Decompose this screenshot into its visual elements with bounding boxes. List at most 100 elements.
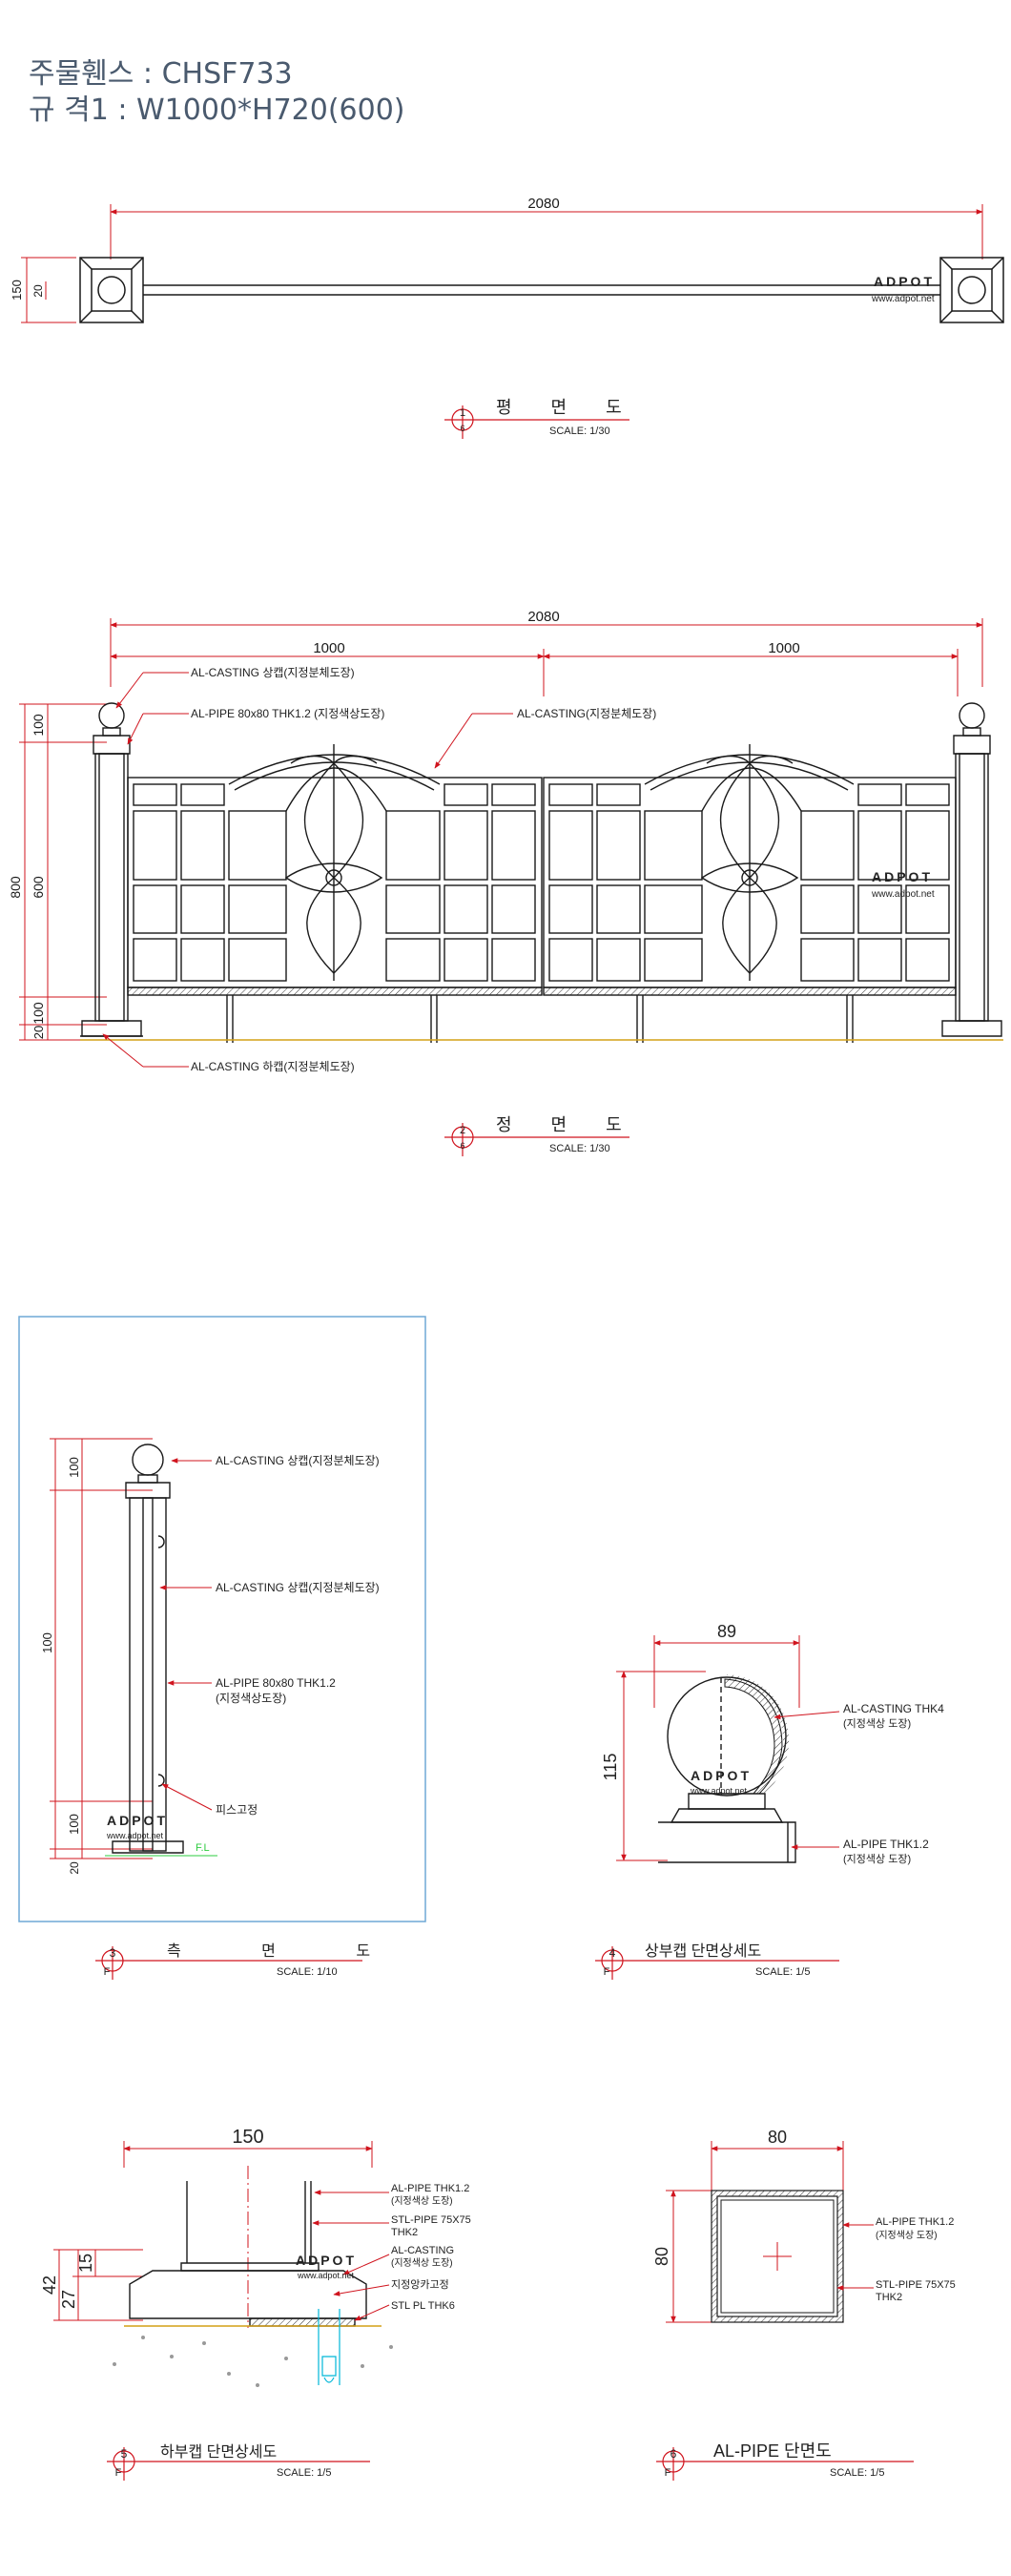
top-cap-dim-height: 115	[601, 1754, 620, 1781]
front-dim-horizontal	[110, 618, 983, 696]
pipe-note-4: THK2	[876, 2292, 902, 2303]
side-watermark-brand: ADPOT	[107, 1813, 168, 1828]
side-view-scale: SCALE: 1/10	[277, 1966, 338, 1978]
plan-dim-overall-label: 2080	[527, 196, 559, 212]
plan-right-post	[939, 257, 1004, 323]
pipe-note-2: (지정색상 도장)	[876, 2230, 938, 2241]
side-leaders	[159, 1458, 213, 1811]
side-note-4: (지정색상도장)	[216, 1692, 286, 1705]
front-view-number: 2	[460, 1125, 465, 1136]
bottom-cap-note-6: (지정색상 도장)	[391, 2257, 453, 2269]
bottom-cap-view-number: 5	[121, 2447, 128, 2461]
front-note-pipe: AL-PIPE 80x80 THK1.2 (지정색상도장)	[191, 707, 384, 720]
bottom-cap-note-3: STL-PIPE 75X75	[391, 2214, 471, 2226]
header-spec: 규 격1 : W1000*H720(600)	[29, 93, 405, 127]
front-dim-v-base: 20	[31, 1026, 46, 1039]
top-cap-note-1: AL-CASTING THK4	[843, 1702, 944, 1715]
front-dim-left-panel: 1000	[313, 640, 344, 656]
pipe-view-scale: SCALE: 1/5	[830, 2467, 884, 2479]
bottom-cap-dim-v3: 15	[76, 2254, 95, 2273]
bottom-cap-dim-v2: 27	[59, 2290, 78, 2309]
side-post	[112, 1444, 184, 1854]
front-leaders	[102, 672, 513, 1068]
side-note-3: AL-PIPE 80x80 THK1.2	[216, 1676, 336, 1690]
front-note-top-cap: AL-CASTING 상캡(지정분체도장)	[191, 666, 355, 679]
pipe-view-number: 6	[671, 2447, 677, 2461]
top-cap-view-scale: SCALE: 1/5	[755, 1966, 810, 1978]
side-fl-label: F.L	[196, 1842, 210, 1854]
top-cap-view-number: 4	[609, 1946, 616, 1960]
front-watermark-url: www.adpot.net	[871, 889, 935, 900]
pipe-note-1: AL-PIPE THK1.2	[876, 2216, 954, 2228]
front-dim-overall: 2080	[527, 609, 559, 625]
top-cap-view-sheet: F	[604, 1966, 610, 1978]
front-dim-v-bottom: 100	[31, 1002, 46, 1025]
plan-dim-side-inner: 20	[31, 284, 45, 298]
bottom-cap-watermark-brand: ADPOT	[296, 2253, 357, 2268]
pipe-note-3: STL-PIPE 75X75	[876, 2279, 956, 2291]
top-cap-note-2: (지정색상 도장)	[843, 1717, 911, 1730]
front-dim-v-top: 100	[31, 714, 46, 737]
front-watermark-brand: ADPOT	[872, 869, 933, 884]
side-dim-v1: 100	[67, 1457, 81, 1478]
top-cap-dim-width: 89	[717, 1622, 736, 1641]
bottom-cap-note-5: AL-CASTING	[391, 2245, 454, 2256]
pipe-dim-height: 80	[652, 2247, 671, 2266]
plan-view-number: 1	[460, 407, 465, 419]
side-note-2: AL-CASTING 상캡(지정분체도장)	[216, 1581, 380, 1594]
plan-view-scale: SCALE: 1/30	[549, 426, 610, 437]
side-note-1: AL-CASTING 상캡(지정분체도장)	[216, 1454, 380, 1467]
plan-watermark-brand: ADPOT	[874, 274, 935, 289]
top-cap-view-title: 상부캡 단면상세도	[645, 1942, 761, 1960]
pipe-title-block: 6 F AL-PIPE 단면도 SCALE: 1/5	[656, 2441, 914, 2481]
side-dim-v4: 20	[68, 1861, 81, 1875]
top-cap-view: 89 115 AL-CASTING THK4 (지정색상 도장) AL-PIPE…	[601, 1622, 944, 1865]
bottom-cap-note-8: STL PL THK6	[391, 2300, 455, 2312]
top-cap-title-block: 4 F 상부캡 단면상세도 SCALE: 1/5	[595, 1942, 839, 1980]
side-note-5: 피스고정	[216, 1803, 258, 1817]
top-cap-watermark-brand: ADPOT	[691, 1768, 752, 1783]
plan-view: 2080 150 20	[10, 196, 1004, 323]
pipe-view: 80 80 AL-PIPE THK1.2 (지정색상 도장) STL-PIPE …	[652, 2128, 956, 2323]
front-view: 2080 1000 1000 800 100 600 100 20	[8, 609, 1003, 1073]
plan-watermark: ADPOT www.adpot.net	[871, 274, 935, 304]
front-left-panel	[127, 744, 543, 996]
front-right-post	[941, 702, 1002, 1037]
front-note-bottom-cap: AL-CASTING 하캡(지정분체도장)	[191, 1060, 355, 1073]
bottom-cap-dim-v1: 42	[40, 2275, 59, 2295]
side-dim-v2: 100	[40, 1632, 54, 1653]
bottom-cap-view: 150 42 27 15 AL-PI	[40, 2127, 471, 2387]
plan-view-title: 평 면 도	[496, 398, 639, 417]
bottom-cap-watermark-url: www.adpot.net	[297, 2271, 355, 2280]
top-cap-note-4: (지정색상 도장)	[843, 1853, 911, 1865]
plan-watermark-url: www.adpot.net	[871, 294, 935, 304]
plan-view-sheet: 6	[460, 424, 464, 433]
bottom-cap-note-1: AL-PIPE THK1.2	[391, 2183, 469, 2194]
side-view-sheet: F	[104, 1966, 111, 1978]
top-cap-note-3: AL-PIPE THK1.2	[843, 1838, 929, 1851]
bottom-cap-title-block: 5 F 하부캡 단면상세도 SCALE: 1/5	[107, 2443, 370, 2481]
plan-title-block: 1 6 평 면 도 SCALE: 1/30	[444, 398, 639, 439]
top-cap-watermark-url: www.adpot.net	[690, 1786, 748, 1796]
plan-dim-side-outer: 150	[10, 280, 24, 301]
bottom-cap-view-sheet: F	[115, 2467, 122, 2479]
bottom-cap-note-2: (지정색상 도장)	[391, 2195, 453, 2207]
side-dim-vertical	[50, 1438, 153, 1859]
pipe-dim-width: 80	[768, 2128, 787, 2147]
front-view-scale: SCALE: 1/30	[549, 1143, 610, 1154]
side-view-title: 측 면 도	[167, 1942, 408, 1960]
plan-dim-overall	[110, 204, 983, 260]
front-dim-v-total: 800	[8, 876, 23, 899]
front-view-title: 정 면 도	[496, 1115, 639, 1134]
front-right-panel	[543, 744, 957, 996]
front-view-sheet: 6	[460, 1141, 464, 1151]
bottom-cap-dim-width: 150	[232, 2127, 263, 2148]
side-dim-v3: 100	[67, 1814, 81, 1835]
front-legs	[226, 995, 854, 1043]
front-note-casting: AL-CASTING(지정분체도장)	[517, 707, 656, 720]
front-title-block: 2 6 정 면 도 SCALE: 1/30	[444, 1115, 639, 1156]
bottom-cap-note-4: THK2	[391, 2227, 418, 2238]
front-dim-right-panel: 1000	[768, 640, 799, 656]
pipe-view-sheet: F	[665, 2467, 671, 2479]
